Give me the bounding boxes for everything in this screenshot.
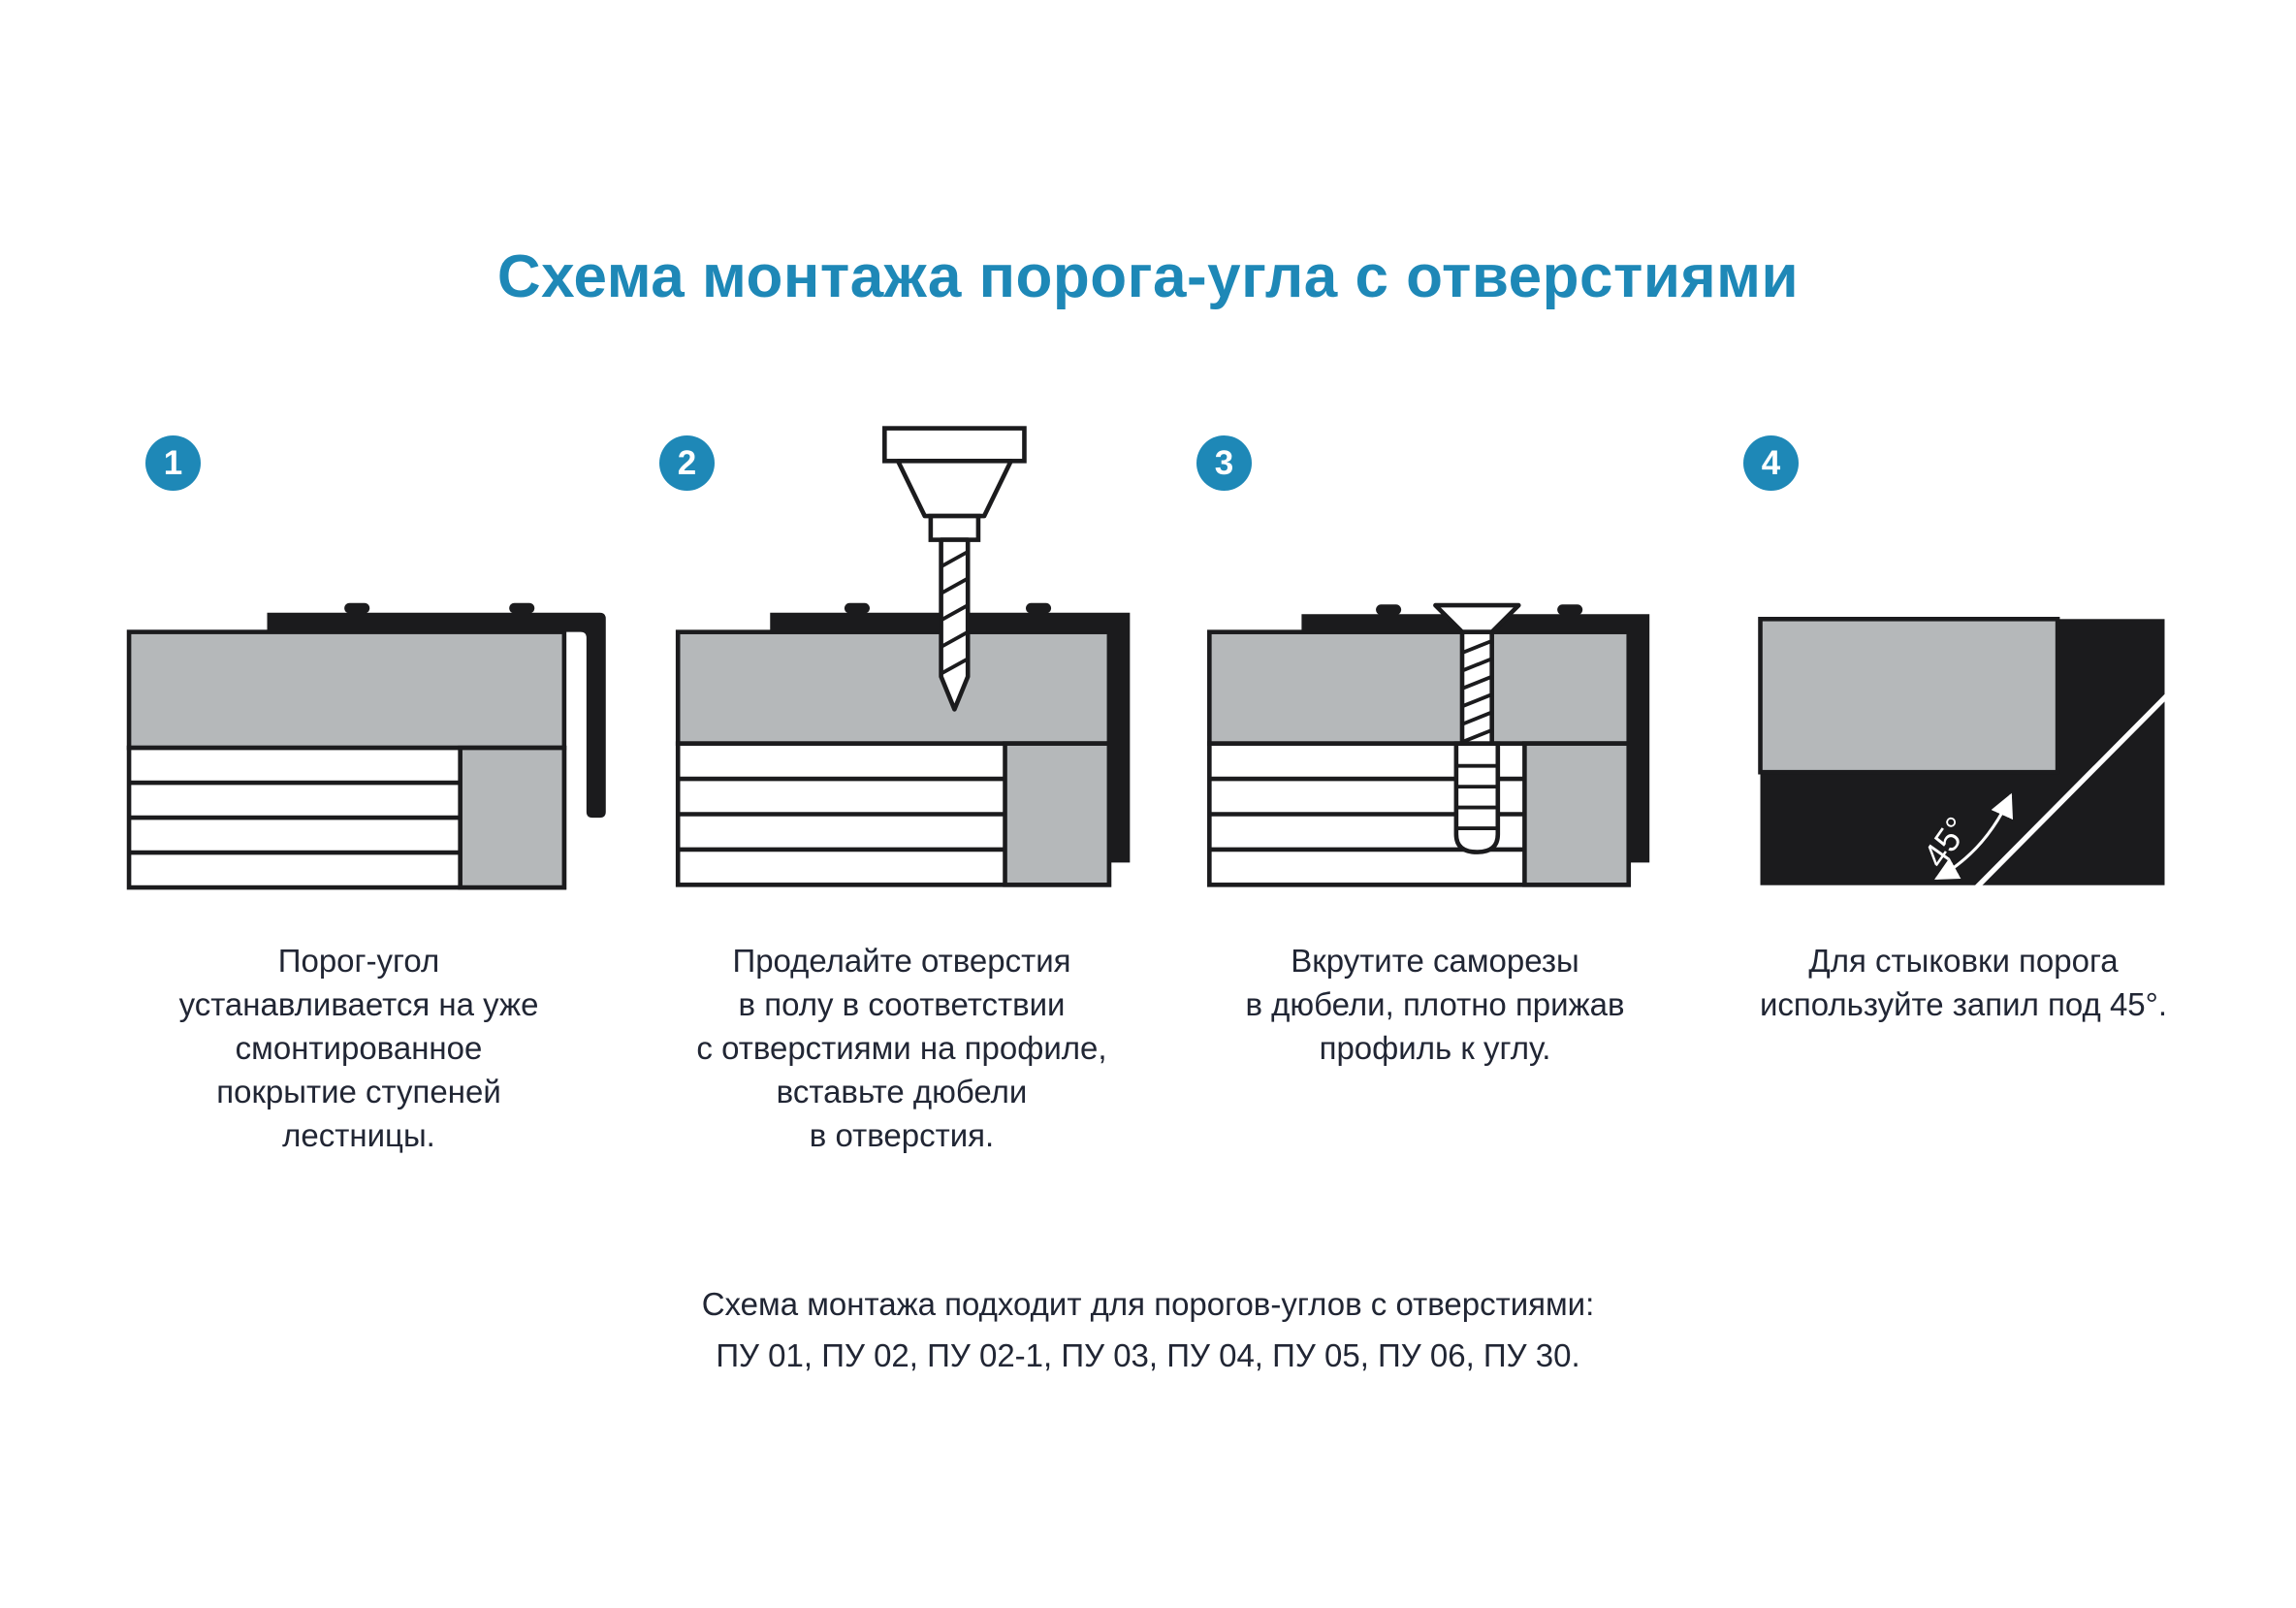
- step3-number: 3: [1214, 443, 1234, 482]
- stair-step-cross-section: [126, 629, 567, 890]
- step2-caption: Проделайте отверстия в полу в соответств…: [696, 943, 1107, 1153]
- step2-illustration: [675, 426, 1131, 887]
- drill-bit: [939, 537, 971, 712]
- corner-profile: [1301, 604, 1650, 863]
- step1-caption: Порог-угол устанавливается на уже смонти…: [178, 943, 539, 1153]
- step1-illustration: [126, 602, 606, 890]
- profile-hole-boss: [1026, 602, 1052, 614]
- step3-caption: Вкрутите саморезы в дюбели, плотно прижа…: [1245, 943, 1625, 1066]
- footer-note: Схема монтажа подходит для порогов-углов…: [0, 1278, 2296, 1381]
- step3-number-badge: 3: [1196, 435, 1252, 491]
- step4-caption: Для стыковки порога используйте запил по…: [1759, 943, 2168, 1022]
- step2-number-badge: 2: [659, 435, 715, 491]
- drill-icon: [882, 426, 1027, 712]
- angle-dimension-arrow: [1934, 792, 2013, 881]
- profile-hole-boss: [344, 602, 370, 614]
- profile-hole-boss: [1376, 604, 1402, 616]
- step1-number: 1: [163, 443, 183, 482]
- corner-profile: [267, 602, 606, 819]
- profile-hole-boss: [1557, 604, 1583, 616]
- screw-icon: [1433, 602, 1521, 746]
- dowel-icon: [1453, 741, 1501, 854]
- page-title: Схема монтажа порога-угла с отверстиями: [496, 243, 1800, 310]
- profile-hole-boss: [509, 602, 535, 614]
- step4-number-badge: 4: [1743, 435, 1799, 491]
- stair-step-cross-section: [675, 629, 1112, 887]
- corner-profile: [770, 602, 1131, 863]
- footer-line-2: ПУ 01, ПУ 02, ПУ 02-1, ПУ 03, ПУ 04, ПУ …: [716, 1337, 1580, 1373]
- step4-illustration: 45°: [1758, 617, 2167, 887]
- stair-step-cross-section: [1207, 629, 1632, 887]
- step2-number: 2: [677, 443, 697, 482]
- footer-line-1: Схема монтажа подходит для порогов-углов…: [701, 1286, 1595, 1322]
- step3-illustration: [1207, 602, 1650, 887]
- step1-number-badge: 1: [145, 435, 201, 491]
- step4-number: 4: [1761, 443, 1781, 482]
- profile-hole-boss: [844, 602, 870, 614]
- profile-gray-area: [1758, 617, 2060, 775]
